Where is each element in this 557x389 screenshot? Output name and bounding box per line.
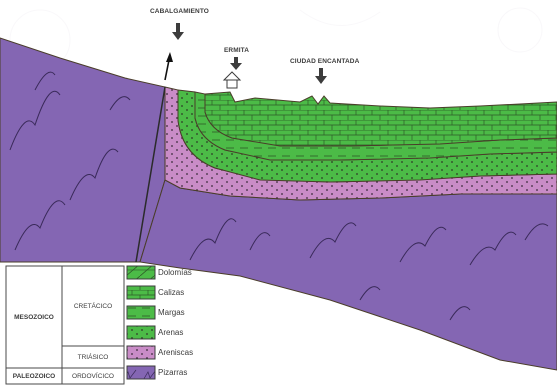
swatch-dolomias: [127, 266, 155, 279]
period-triasico: TRIÁSICO: [62, 346, 124, 368]
cabalgamiento-label: CABALGAMIENTO: [150, 8, 209, 15]
fault-arrowhead: [166, 52, 173, 62]
ermita-pointer: [230, 57, 242, 70]
ermita-label: ERMITA: [224, 47, 249, 54]
ciudad-encantada-pointer: [315, 68, 327, 84]
swatch-arenas: [127, 326, 155, 339]
swatch-areniscas: [127, 346, 155, 359]
legend-label-margas: Margas: [158, 308, 185, 317]
legend-label-pizarras: Pizarras: [158, 368, 187, 377]
swatch-calizas: [127, 286, 155, 299]
hermitage-icon: [224, 72, 240, 88]
slate-layer-left: [0, 38, 165, 262]
slate-layer-lower: [140, 180, 557, 370]
legend-swatches: [127, 266, 155, 379]
era-paleozoico: PALEOZOICO: [6, 368, 62, 384]
legend-label-dolomias: Dolomías: [158, 268, 192, 277]
limestone-layer: [205, 92, 557, 146]
legend-label-arenas: Arenas: [158, 328, 183, 337]
period-cretacico: CRETÁCICO: [62, 266, 124, 346]
swatch-pizarras: [127, 366, 155, 379]
swatch-margas: [127, 306, 155, 319]
era-mesozoico: MESOZOICO: [6, 266, 62, 368]
legend-label-calizas: Calizas: [158, 288, 184, 297]
ciudad-encantada-label: CIUDAD ENCANTADA: [290, 58, 359, 65]
period-ordovicico: ORDOVÍCICO: [62, 368, 124, 384]
legend-label-areniscas: Areniscas: [158, 348, 193, 357]
cabalgamiento-pointer: [172, 23, 184, 40]
